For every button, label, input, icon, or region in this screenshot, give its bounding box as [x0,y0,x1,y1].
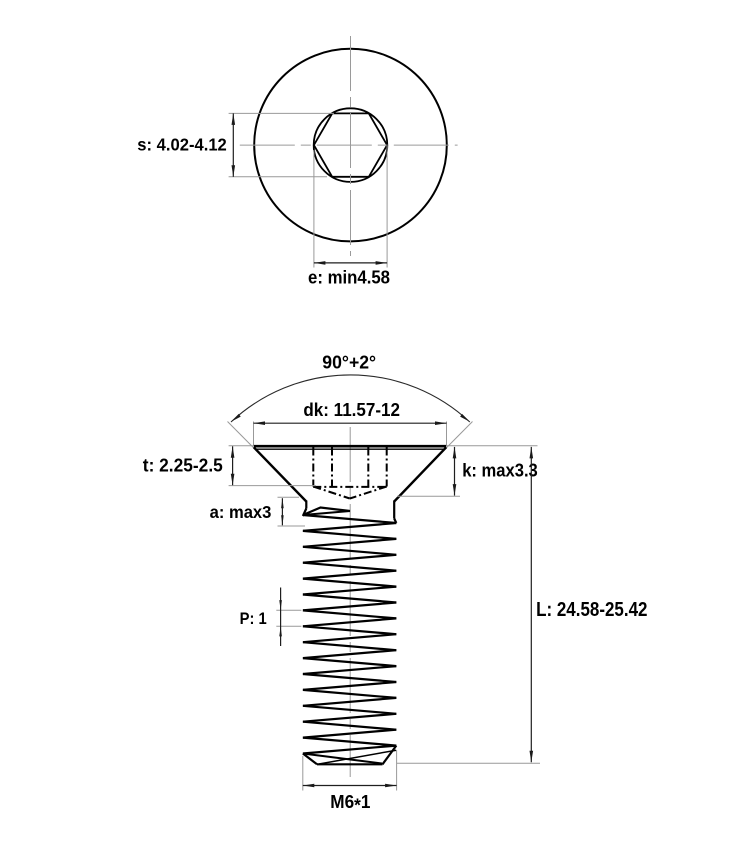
svg-text:s: 4.02-4.12: s: 4.02-4.12 [137,134,227,154]
svg-text:k: max3.3: k: max3.3 [462,461,538,481]
svg-text:90°+2°: 90°+2° [322,352,376,372]
svg-text:t: 2.25-2.5: t: 2.25-2.5 [143,455,223,476]
svg-text:M6*1: M6*1 [330,792,370,816]
svg-text:P: 1: P: 1 [240,610,267,628]
svg-text:L: 24.58-25.42: L: 24.58-25.42 [536,598,647,621]
svg-text:dk: 11.57-12: dk: 11.57-12 [303,399,400,420]
svg-text:e: min4.58: e: min4.58 [308,268,390,288]
svg-text:a: max3: a: max3 [210,502,272,522]
